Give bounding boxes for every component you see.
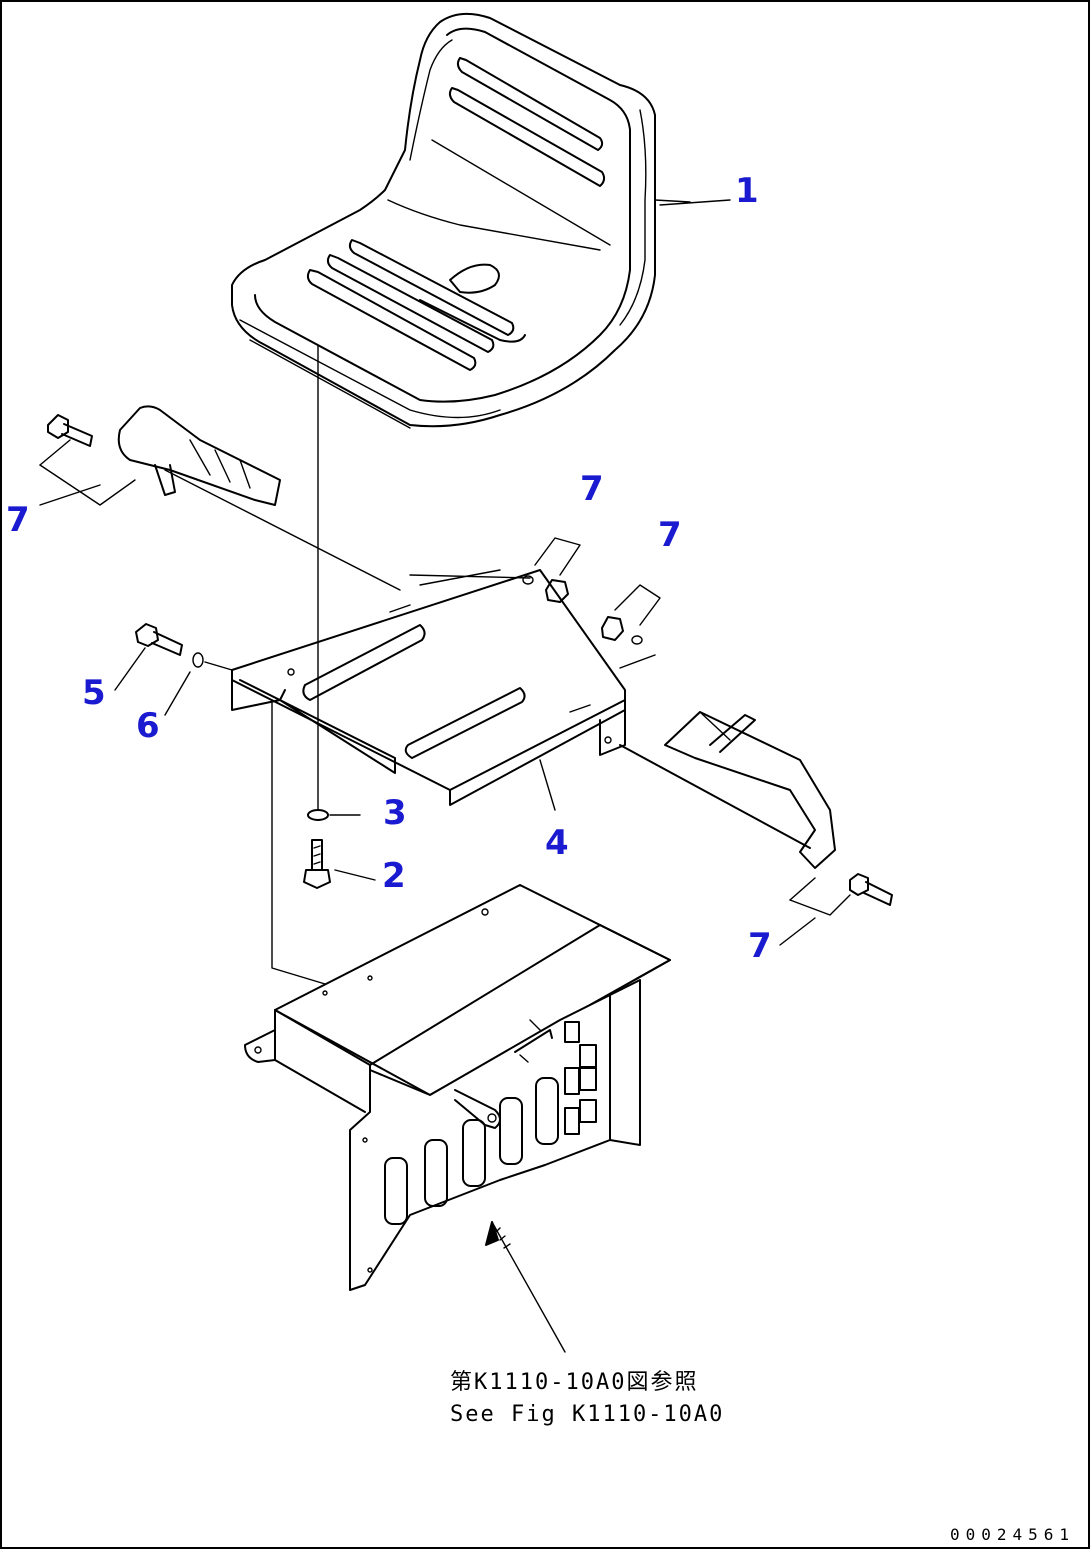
bolt-5 <box>114 623 183 691</box>
callout-4: 4 <box>545 823 569 863</box>
washer-6 <box>164 652 233 716</box>
bolt-2 <box>303 839 376 889</box>
callout-3: 3 <box>383 793 407 833</box>
bracket-plate <box>231 569 656 811</box>
drawing-number: 00024561 <box>950 1525 1076 1544</box>
callout-2: 2 <box>382 856 406 896</box>
callout-7-belt: 7 <box>748 926 772 966</box>
callout-6: 6 <box>136 706 160 746</box>
reference-text-en: See Fig K1110-10A0 <box>450 1402 725 1427</box>
seat <box>231 12 731 429</box>
callout-7-top: 7 <box>580 469 604 509</box>
reference-arrow <box>485 1221 566 1353</box>
callout-7-left: 7 <box>6 500 30 540</box>
alignment-line-lower <box>271 699 346 991</box>
callout-1: 1 <box>735 171 759 211</box>
seat-belt-right <box>619 711 893 946</box>
seat-belt-left <box>39 405 401 591</box>
nut-washer-set <box>522 537 661 645</box>
reference-text-jp: 第K1110-10A0図参照 <box>450 1370 699 1395</box>
callout-7-right: 7 <box>658 515 682 555</box>
seat-base <box>244 884 671 1291</box>
washer-3 <box>307 809 361 821</box>
callout-5: 5 <box>82 673 106 713</box>
